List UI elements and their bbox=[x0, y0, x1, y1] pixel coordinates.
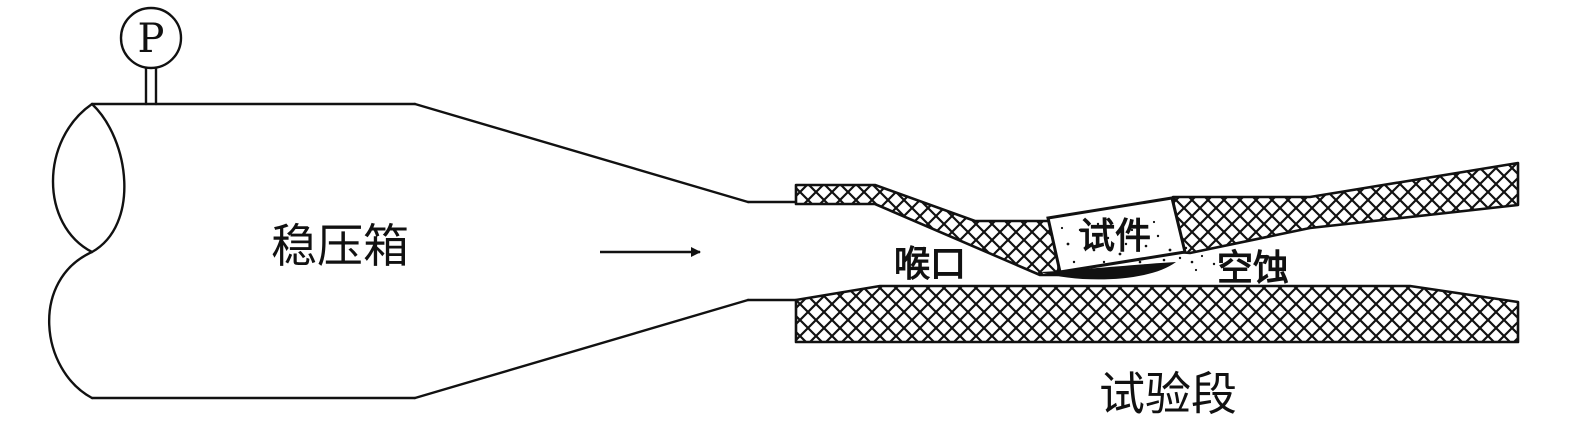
cavitation-label: 空蚀 bbox=[1217, 248, 1289, 289]
test-section-upper-wall-right bbox=[1171, 161, 1520, 255]
specimen: 试件 bbox=[1040, 196, 1216, 280]
settling-chamber: 稳压箱 bbox=[47, 102, 798, 400]
settling-chamber-label: 稳压箱 bbox=[271, 219, 409, 273]
throat-label: 喉口 bbox=[894, 244, 966, 285]
gauge-label: P bbox=[138, 16, 165, 62]
specimen-label: 试件 bbox=[1079, 216, 1151, 257]
pressure-gauge-icon: P bbox=[119, 6, 183, 106]
test-section-label: 试验段 bbox=[1099, 367, 1237, 421]
test-section-lower-wall bbox=[794, 284, 1520, 344]
